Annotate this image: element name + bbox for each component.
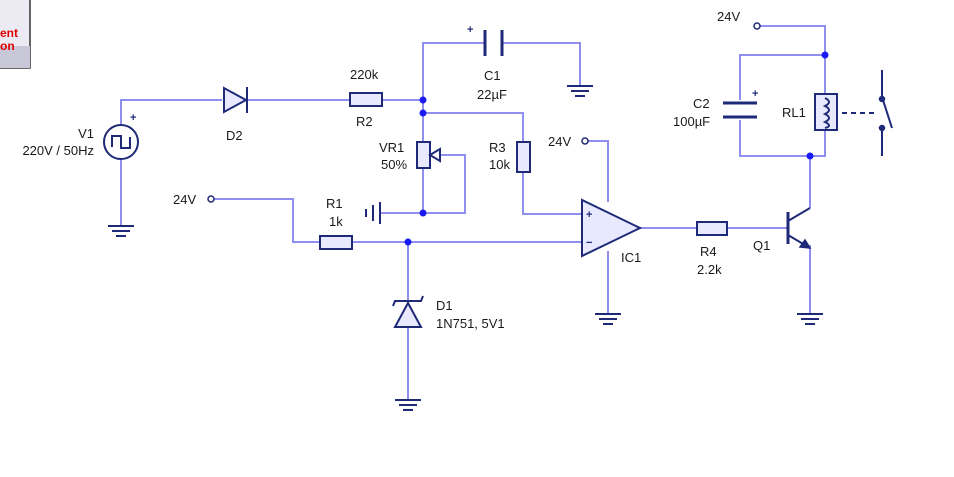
r4-value: 2.2k <box>697 262 722 277</box>
ic1-op-amp[interactable]: + − IC1 <box>581 198 643 265</box>
c1-capacitor[interactable]: + C1 22µF <box>467 24 507 102</box>
r1-ref: R1 <box>326 196 343 211</box>
c2-ref: C2 <box>693 96 710 111</box>
junction-node <box>821 51 829 59</box>
c1-ref: C1 <box>484 68 501 83</box>
d1-value: 1N751, 5V1 <box>436 316 505 331</box>
d2-ref: D2 <box>226 128 243 143</box>
v1-ref: V1 <box>78 126 94 141</box>
r2-resistor[interactable]: 220k R2 <box>349 67 383 129</box>
d1-ref: D1 <box>436 298 453 313</box>
r1-value: 1k <box>329 214 343 229</box>
c2-value: 100µF <box>673 114 710 129</box>
junction-node <box>404 238 412 246</box>
corner-tag[interactable]: ent on <box>0 0 31 69</box>
junction-node <box>419 96 427 104</box>
ground-symbol <box>395 399 421 411</box>
supply-label: 24V <box>548 134 571 149</box>
supply-terminal-r1[interactable]: 24V <box>173 192 215 207</box>
c2-capacitor[interactable]: + C2 100µF <box>673 88 758 129</box>
q1-ref: Q1 <box>753 238 770 253</box>
corner-tag-line2: on <box>0 39 15 53</box>
r3-resistor[interactable]: R3 10k <box>489 140 531 173</box>
c1-value: 22µF <box>477 87 507 102</box>
ic1-plus: + <box>586 209 592 221</box>
r2-ref: R2 <box>356 114 373 129</box>
ground-symbol <box>567 85 593 97</box>
c1-polarity: + <box>467 24 473 36</box>
c2-polarity: + <box>752 88 758 100</box>
d2-diode[interactable]: D2 <box>223 86 249 143</box>
ground-symbol <box>797 313 823 325</box>
q1-npn-transistor[interactable]: Q1 <box>753 207 812 253</box>
v1-polarity: + <box>130 112 136 124</box>
junction-node <box>419 109 427 117</box>
r3-value: 10k <box>489 157 510 172</box>
supply-terminal-rl[interactable]: 24V <box>717 9 761 30</box>
d1-zener-diode[interactable]: D1 1N751, 5V1 <box>392 295 505 331</box>
ground-symbol <box>595 313 621 325</box>
r3-ref: R3 <box>489 140 506 155</box>
junction-node <box>806 152 814 160</box>
ic1-minus: − <box>586 237 592 249</box>
chassis-ground-symbol <box>365 202 381 224</box>
junction-node <box>419 209 427 217</box>
supply-terminal-ic1[interactable]: 24V <box>548 134 589 149</box>
vr1-potentiometer[interactable]: VR1 50% <box>379 140 441 172</box>
vr1-value: 50% <box>381 157 407 172</box>
r2-value: 220k <box>350 67 379 82</box>
r4-ref: R4 <box>700 244 717 259</box>
wires <box>120 25 826 400</box>
vr1-ref: VR1 <box>379 140 404 155</box>
corner-tag-line1: ent <box>0 26 18 40</box>
r1-resistor[interactable]: R1 1k <box>319 196 353 250</box>
ic1-ref: IC1 <box>621 250 641 265</box>
junction-nodes <box>404 51 829 246</box>
supply-label: 24V <box>717 9 740 24</box>
ground-symbol <box>108 225 134 237</box>
r4-resistor[interactable]: R4 2.2k <box>696 221 728 277</box>
supply-label: 24V <box>173 192 196 207</box>
rl1-relay[interactable]: RL1 <box>782 70 893 156</box>
rl1-ref: RL1 <box>782 105 806 120</box>
v1-ac-source[interactable]: + V1 220V / 50Hz <box>22 112 139 160</box>
v1-value: 220V / 50Hz <box>22 143 94 158</box>
